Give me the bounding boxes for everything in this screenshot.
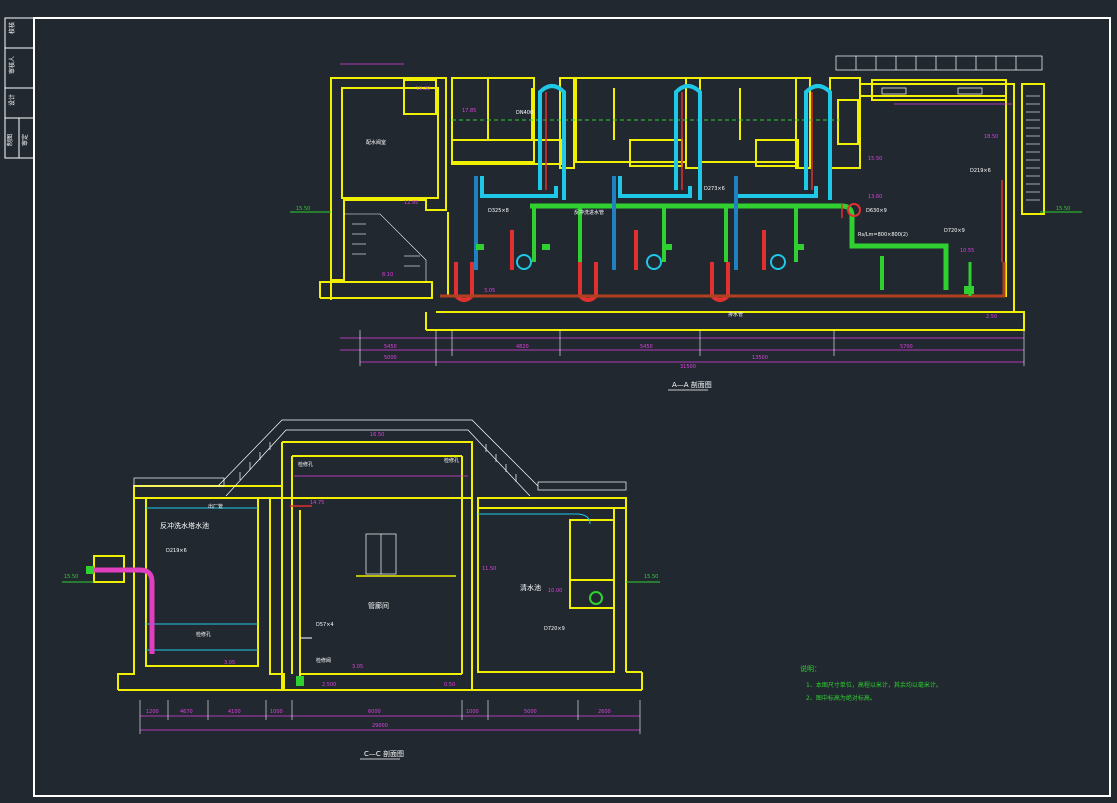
aa-subdim-4: 13500 xyxy=(752,355,768,361)
cc-room-label-1: 管廊间 xyxy=(368,601,389,610)
cc-subdim-2: 4100 xyxy=(228,709,241,715)
aa-pipe-label-1: D325×8 xyxy=(488,208,509,214)
cc-room-label-0: 反冲洗水塔水池 xyxy=(160,521,209,530)
cc-elev-8: 2.500 xyxy=(322,682,336,688)
cc-pipe-label-2: D720×9 xyxy=(544,626,565,632)
cc-subdim-5: 1000 xyxy=(466,709,479,715)
aa-subdim-2: 4820 xyxy=(516,344,529,350)
aa-pipe-label-3: D630×9 xyxy=(866,208,887,214)
aa-note-0: 反冲洗进水管 xyxy=(574,209,604,216)
cc-subdim-7: 2600 xyxy=(598,709,611,715)
aa-pipe-label-6: Rs/Lm=800×800(2) xyxy=(858,232,908,238)
aa-elev-10: 3.05 xyxy=(484,288,495,294)
cc-elev-9: 0.50 xyxy=(444,682,455,688)
cc-elev-2: 14.75 xyxy=(310,500,324,506)
section-aa: 5450 5000 4820 5450 13500 5700 31500 15.… xyxy=(290,55,1082,391)
cc-elev-3: 15.50 xyxy=(644,574,658,580)
title-cell-1: 审核人 xyxy=(8,56,16,74)
notes-heading: 说明： xyxy=(800,664,821,673)
aa-elev-3: 17.85 xyxy=(462,108,476,114)
cc-elev-6: 3.05 xyxy=(224,660,235,666)
aa-pipe-label-0: DN400 xyxy=(516,110,533,116)
cc-section-title: C—C 剖面图 xyxy=(364,749,404,758)
aa-total-dim: 31500 xyxy=(680,364,696,370)
cc-subdim-4: 6000 xyxy=(368,709,381,715)
aa-elev-2: 19.30 xyxy=(416,86,430,92)
aa-elev-4: 18.50 xyxy=(984,134,998,140)
aa-subdim-5: 5700 xyxy=(900,344,913,350)
cc-hatch-label-1: 检修孔 xyxy=(444,457,459,464)
aa-subdim-1: 5000 xyxy=(384,355,397,361)
notes-line-0: 1、本图尺寸单位，高程以米计，其余均以毫米计。 xyxy=(806,681,942,689)
cc-elev-5: 10.00 xyxy=(548,588,562,594)
aa-elev-5: 15.50 xyxy=(868,156,882,162)
cc-pipe-label-0: D219×6 xyxy=(166,548,187,554)
aa-note-1: 排水管 xyxy=(728,311,743,318)
aa-room-label: 配水阀室 xyxy=(366,139,386,146)
cc-subdim-6: 5000 xyxy=(524,709,537,715)
cc-note-1: 检修阀 xyxy=(316,657,331,664)
aa-elev-8: 10.55 xyxy=(960,248,974,254)
cc-elev-7: 3.05 xyxy=(352,664,363,670)
cc-subdim-1: 4670 xyxy=(180,709,193,715)
cc-elev-1: 15.50 xyxy=(64,574,78,580)
title-cell-3: 制图 xyxy=(6,134,14,146)
aa-pipe-label-5: D720×9 xyxy=(944,228,965,234)
sheet-border xyxy=(33,17,1111,797)
cc-pipe-label-1: D57×4 xyxy=(316,622,334,628)
aa-pipe-label-2: D273×6 xyxy=(704,186,725,192)
cc-hatch-label-0: 检修孔 xyxy=(298,461,313,468)
cc-subdim-0: 1200 xyxy=(146,709,159,715)
title-cell-2: 设计 xyxy=(8,94,16,106)
notes-block: 说明： 1、本图尺寸单位，高程以米计，其余均以毫米计。 2、图中标高为绝对标高。 xyxy=(800,664,942,702)
title-cell-0: 校核 xyxy=(8,22,16,34)
cc-note-0: 出厂管 xyxy=(208,503,223,510)
aa-subdim-3: 5450 xyxy=(640,344,653,350)
title-cell-4: 审定 xyxy=(21,134,29,146)
aa-pipe-label-4: D219×6 xyxy=(970,168,991,174)
cc-subdim-3: 1000 xyxy=(270,709,283,715)
cc-room-label-2: 清水池 xyxy=(520,583,541,592)
title-block: 校核 审核人 设计 制图 审定 xyxy=(4,17,35,159)
cc-elev-4: 11.50 xyxy=(482,566,496,572)
cc-total-dim: 29000 xyxy=(372,723,388,729)
aa-subdim-0: 5450 xyxy=(384,344,397,350)
notes-line-1: 2、图中标高为绝对标高。 xyxy=(806,694,876,702)
cc-pipe-label-3: 检修孔 xyxy=(196,631,211,638)
aa-elev-6: 13.60 xyxy=(868,194,882,200)
aa-elev-0: 15.50 xyxy=(296,206,310,212)
aa-section-title: A—A 剖面图 xyxy=(672,380,712,389)
aa-elev-11: 2.50 xyxy=(986,314,997,320)
aa-elev-7: 12.95 xyxy=(404,200,418,206)
cc-elev-0: 16.50 xyxy=(370,432,384,438)
aa-elev-9: 8.10 xyxy=(382,272,393,278)
section-cc: 1200 4670 4100 1000 6000 1000 5000 2600 … xyxy=(62,419,660,760)
aa-elev-1: 15.50 xyxy=(1056,206,1070,212)
